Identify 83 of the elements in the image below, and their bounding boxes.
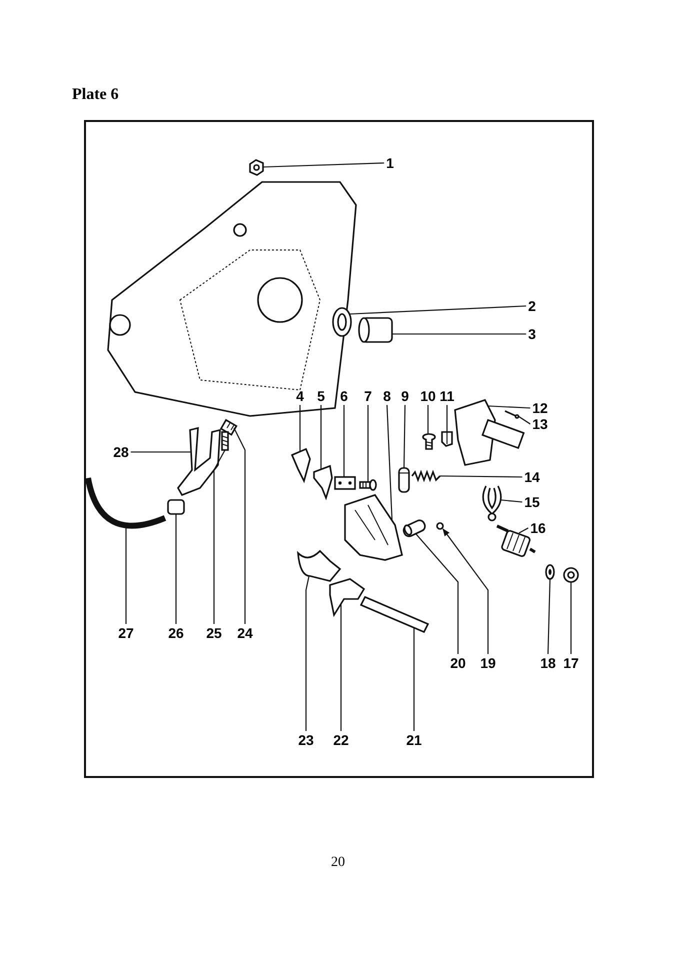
callout-number: 15 bbox=[524, 495, 540, 509]
callout-number: 1 bbox=[386, 156, 394, 170]
callout-number: 20 bbox=[450, 656, 466, 670]
leader-line bbox=[442, 528, 489, 654]
callout-number: 9 bbox=[401, 389, 409, 403]
stud-drawing bbox=[221, 431, 229, 451]
selector-fork-drawing bbox=[297, 550, 341, 582]
callout-number: 6 bbox=[340, 389, 348, 403]
selector-housing-drawing bbox=[454, 399, 525, 466]
plate-drawing bbox=[334, 476, 356, 490]
callout-number: 14 bbox=[524, 470, 540, 484]
leader-line bbox=[343, 405, 345, 477]
callout-number: 22 bbox=[333, 733, 349, 747]
callout-number: 24 bbox=[237, 626, 253, 640]
seal-ring-drawing bbox=[332, 307, 352, 337]
callout-number: 18 bbox=[540, 656, 556, 670]
leader-line bbox=[125, 526, 127, 624]
yoke-drawing bbox=[177, 426, 221, 496]
leader-line bbox=[440, 475, 522, 478]
callout-number: 21 bbox=[406, 733, 422, 747]
callout-number: 17 bbox=[563, 656, 579, 670]
leader-line bbox=[299, 405, 301, 452]
leader-line bbox=[488, 405, 530, 409]
callout-number: 2 bbox=[528, 299, 536, 313]
pin-drawing bbox=[398, 467, 410, 493]
leader-line bbox=[518, 416, 531, 424]
callout-number: 13 bbox=[532, 417, 548, 431]
callout-number: 28 bbox=[113, 445, 129, 459]
leader-line bbox=[427, 405, 429, 434]
callout-number: 7 bbox=[364, 389, 372, 403]
callout-number: 11 bbox=[440, 389, 454, 403]
plate-title: Plate 6 bbox=[72, 86, 119, 104]
ball-drawing bbox=[436, 522, 444, 530]
spring-drawing bbox=[411, 470, 441, 482]
leader-line bbox=[130, 451, 191, 453]
bracket-drawing bbox=[441, 431, 453, 447]
callout-number: 10 bbox=[420, 389, 436, 403]
leader-line bbox=[413, 628, 415, 731]
callout-number: 25 bbox=[206, 626, 222, 640]
nut-drawing bbox=[563, 567, 579, 583]
callout-number: 16 bbox=[530, 521, 546, 535]
washer-drawing bbox=[545, 564, 555, 580]
lever-drawing bbox=[290, 448, 311, 484]
leader-line bbox=[320, 405, 322, 470]
leader-line bbox=[234, 428, 246, 624]
split-pin-drawing bbox=[504, 410, 520, 419]
leader-line bbox=[416, 534, 459, 654]
shaft-drawing bbox=[360, 596, 430, 634]
bush-drawing bbox=[358, 317, 393, 343]
page-number: 20 bbox=[331, 855, 345, 871]
leader-line bbox=[175, 514, 177, 624]
leader-line bbox=[262, 162, 384, 168]
cable-drawing bbox=[85, 477, 166, 529]
leader-line bbox=[350, 305, 526, 315]
callout-number: 27 bbox=[118, 626, 134, 640]
leader-line bbox=[367, 405, 369, 482]
callout-number: 23 bbox=[298, 733, 314, 747]
callout-number: 12 bbox=[532, 401, 548, 415]
bolt-drawing bbox=[359, 479, 377, 491]
nut-drawing bbox=[249, 159, 264, 176]
leader-line bbox=[518, 528, 528, 534]
clip-drawing bbox=[482, 485, 502, 522]
callout-number: 8 bbox=[383, 389, 391, 403]
screw-drawing bbox=[422, 433, 436, 450]
leader-line bbox=[340, 604, 342, 731]
selector-fork-drawing bbox=[329, 578, 366, 618]
quadrant-plate-drawing bbox=[344, 494, 403, 561]
leader-line bbox=[403, 405, 406, 468]
leader-line bbox=[570, 582, 572, 654]
leader-line bbox=[547, 578, 551, 654]
leader-line bbox=[446, 405, 448, 432]
callout-number: 26 bbox=[168, 626, 184, 640]
cable-clamp-drawing bbox=[167, 499, 185, 515]
callout-number: 3 bbox=[528, 327, 536, 341]
callout-number: 4 bbox=[296, 389, 304, 403]
callout-number: 19 bbox=[480, 656, 496, 670]
leader-line bbox=[386, 404, 393, 520]
callout-number: 5 bbox=[317, 389, 325, 403]
leader-line bbox=[305, 576, 310, 731]
leader-line bbox=[392, 333, 526, 335]
leader-line bbox=[500, 499, 522, 503]
leader-line bbox=[213, 450, 226, 624]
lever-drawing bbox=[313, 464, 333, 500]
